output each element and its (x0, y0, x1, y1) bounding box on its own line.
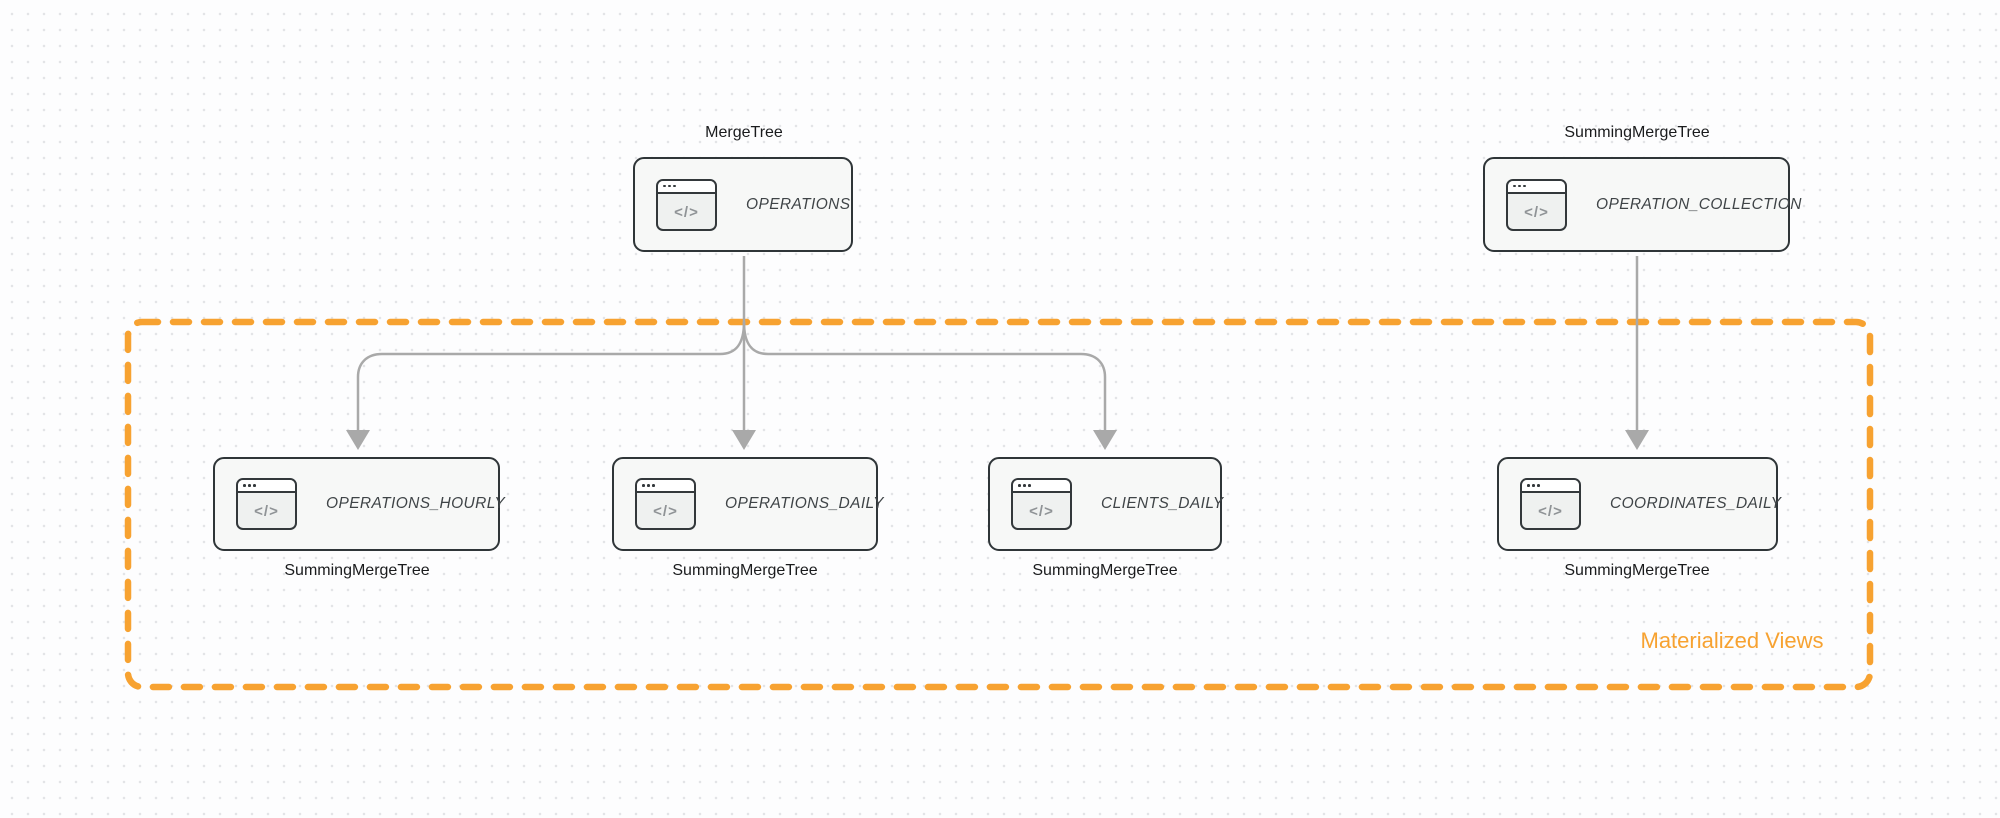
table-name: COORDINATES_DAILY (1610, 495, 1782, 512)
code-window-icon: </> (656, 178, 717, 231)
code-glyph: </> (1538, 503, 1563, 520)
table-name: OPERATIONS_DAILY (725, 495, 884, 512)
node-coordinates-daily: </> COORDINATES_DAILY (1497, 457, 1782, 551)
node-operations-daily: </> OPERATIONS_DAILY (612, 457, 883, 551)
table-name: CLIENTS_DAILY (1101, 495, 1224, 512)
code-glyph: </> (674, 203, 699, 221)
arrowhead-icon (732, 430, 756, 450)
table-name: OPERATION_COLLECTION (1596, 195, 1802, 213)
arrowhead-icon (1625, 430, 1649, 450)
code-window-icon: </> (1011, 478, 1072, 530)
window-bar (238, 480, 295, 493)
window-bar (1522, 480, 1579, 493)
group-label: Materialized Views (1640, 628, 1824, 653)
table-name: OPERATIONS (746, 195, 851, 213)
arrowhead-icon (1093, 430, 1117, 450)
engine-label: SummingMergeTree (1564, 562, 1710, 579)
engine-label: MergeTree (705, 124, 783, 141)
engine-label: SummingMergeTree (1032, 562, 1178, 579)
code-window-icon: </> (1506, 178, 1567, 231)
code-glyph: </> (254, 503, 279, 520)
node-operation-collection: </> OPERATION_COLLECTION (1483, 157, 1801, 252)
edge-operations-to-operations-hourly (356, 321, 746, 431)
node-operations-hourly: </> OPERATIONS_HOURLY (213, 457, 505, 551)
window-bar (1013, 480, 1070, 493)
engine-label: SummingMergeTree (1564, 124, 1710, 141)
window-bar (1508, 180, 1565, 194)
code-glyph: </> (1524, 203, 1549, 221)
node-operations: </> OPERATIONS (633, 157, 853, 252)
engine-label: SummingMergeTree (284, 562, 430, 579)
code-window-icon: </> (1520, 478, 1581, 530)
code-window-icon: </> (635, 478, 696, 530)
code-window-icon: </> (236, 478, 297, 530)
arrowhead-icon (346, 430, 370, 450)
node-clients-daily: </> CLIENTS_DAILY (988, 457, 1224, 551)
engine-label: SummingMergeTree (672, 562, 818, 579)
code-glyph: </> (653, 503, 678, 520)
window-bar (637, 480, 694, 493)
window-bar (658, 180, 715, 194)
edge-operations-to-clients-daily (742, 321, 1107, 431)
table-name: OPERATIONS_HOURLY (326, 495, 506, 512)
code-glyph: </> (1029, 503, 1054, 520)
